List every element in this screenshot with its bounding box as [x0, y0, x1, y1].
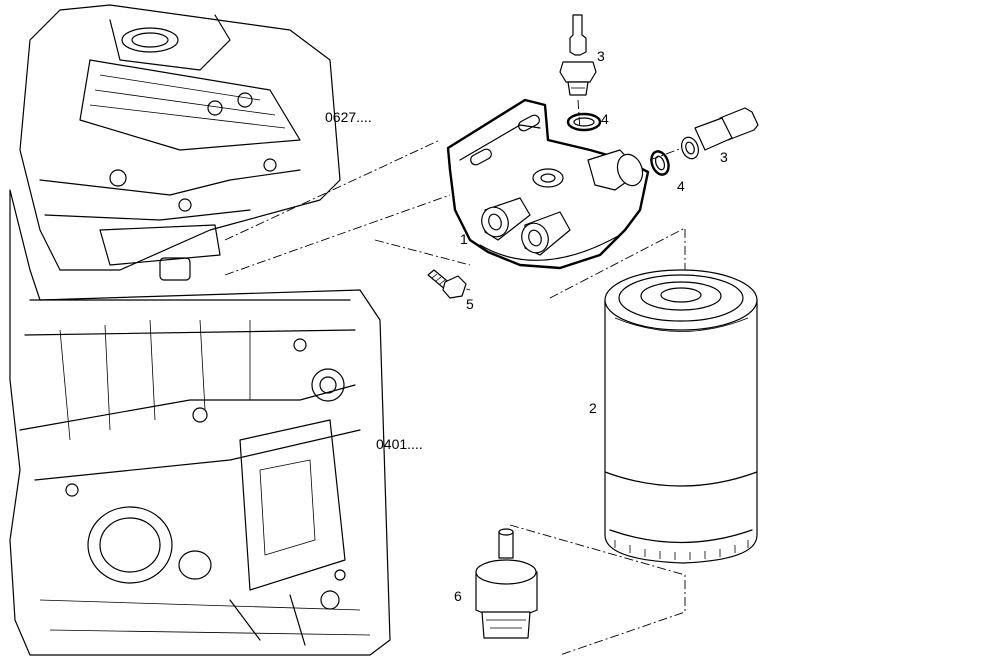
callout-seal-right: 4: [677, 178, 685, 194]
fitting-top: [559, 14, 597, 96]
bolt: [427, 269, 467, 299]
callout-filter-cartridge: 2: [589, 400, 597, 416]
callout-fitting-top: 3: [597, 48, 605, 64]
reference-engine-block: 0401....: [376, 436, 423, 452]
callout-fitting-right: 3: [720, 149, 728, 165]
engine-block-assembly: [9, 4, 391, 656]
seal-right: [650, 150, 670, 176]
fitting-right: [680, 107, 759, 160]
seal-top: [566, 112, 602, 132]
callouts: 1 2 3 3 4 4 5 6 0627.... 0401....: [325, 48, 728, 604]
filter-cartridge: [604, 269, 758, 564]
callout-sensor: 6: [454, 588, 462, 604]
filter-head: [446, 98, 650, 270]
callout-filter-head: 1: [460, 231, 468, 247]
callout-seal-top: 4: [601, 111, 609, 127]
reference-cylinder-head: 0627....: [325, 109, 372, 125]
callout-bolt: 5: [466, 296, 474, 312]
sensor: [475, 528, 538, 639]
